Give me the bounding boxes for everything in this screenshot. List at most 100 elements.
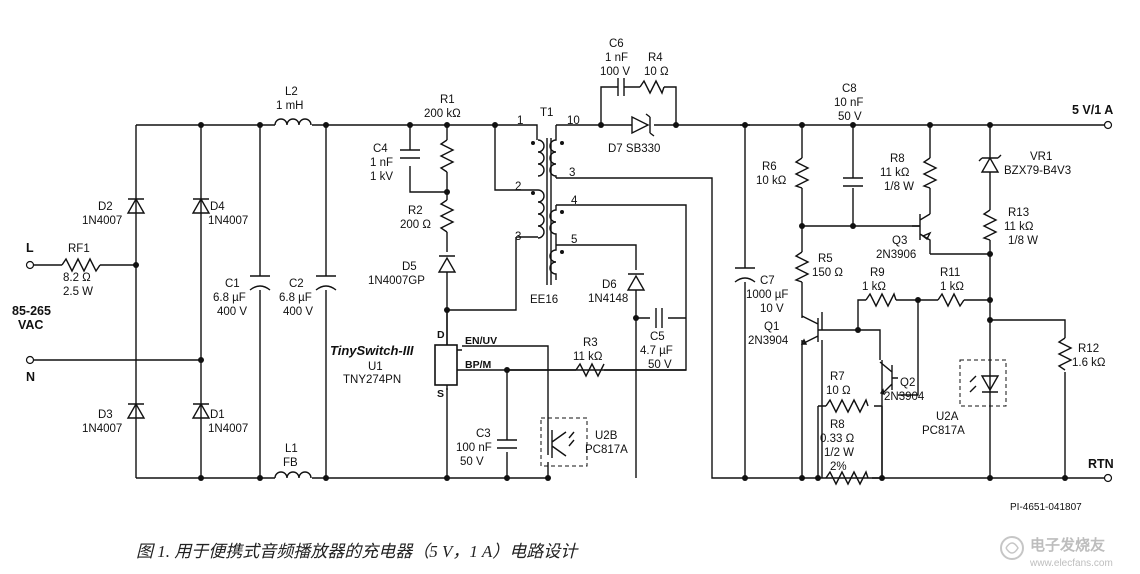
t1-ref: T1 [540, 107, 553, 119]
d3-ref: D3 [98, 409, 113, 421]
q3-ref: Q3 [892, 235, 907, 247]
d7-diode-symbol [631, 113, 655, 137]
r5-resistor-symbol [794, 251, 810, 283]
c3-value: 100 nF [456, 442, 492, 454]
u2b-ref: U2B [595, 430, 618, 442]
r6-ref: R6 [762, 161, 777, 173]
c8-rating: 50 V [838, 111, 862, 123]
d2-ref: D2 [98, 201, 113, 213]
r5-ref: R5 [818, 253, 833, 265]
r3-value: 11 kΩ [573, 351, 603, 363]
q1-transistor-symbol [800, 315, 822, 345]
r4-resistor-symbol [639, 79, 665, 95]
terminals [25, 120, 1113, 483]
r13-rating: 1/8 W [1008, 235, 1038, 247]
r7-ref: R7 [830, 371, 845, 383]
bulk-capacitors [249, 275, 337, 291]
u2a-part: PC817A [922, 425, 965, 437]
d4-part: 1N4007 [208, 215, 248, 227]
r1-ref: R1 [440, 94, 455, 106]
u1-pin-s: S [437, 388, 444, 400]
r4-ref: R4 [648, 52, 663, 64]
r8a-ref: R8 [890, 153, 905, 165]
t1-pin5: 5 [571, 234, 577, 246]
r12-resistor-symbol [1057, 337, 1073, 371]
c4-value: 1 nF [370, 157, 393, 169]
r11-value: 1 kΩ [940, 281, 964, 293]
r3-ref: R3 [583, 337, 598, 349]
c1-rating: 400 V [217, 306, 247, 318]
r5-value: 150 Ω [812, 267, 843, 279]
u1-ref: U1 [368, 361, 383, 373]
r8b-resistor-symbol [825, 470, 869, 486]
c4-ref: C4 [373, 143, 388, 155]
r8a-resistor-symbol [922, 157, 938, 189]
l1-ref: L1 [285, 443, 298, 455]
q3-part: 2N3906 [876, 249, 916, 261]
q3-transistor-symbol [912, 213, 932, 254]
d1-part: 1N4007 [208, 423, 248, 435]
r2-resistor-symbol [439, 199, 455, 233]
c5-value: 4.7 µF [640, 345, 673, 357]
rf1-ref: RF1 [68, 243, 90, 255]
r7-resistor-symbol [825, 398, 869, 414]
u2b-part: PC817A [585, 444, 628, 456]
c1-value: 6.8 µF [213, 292, 246, 304]
c3-capacitor-symbol [497, 439, 517, 449]
d6-diode-symbol [626, 273, 646, 291]
r13-value: 11 kΩ [1004, 221, 1034, 233]
watermark: 电子发烧友 www.elecfans.com [1000, 536, 1113, 569]
r9-ref: R9 [870, 267, 885, 279]
inductor-symbols [274, 118, 312, 479]
t1-pin2: 2 [515, 181, 521, 193]
q2-transistor-symbol [879, 361, 898, 396]
input-neutral-label: N [26, 370, 35, 384]
c6-rating: 100 V [600, 66, 630, 78]
c8-capacitor-symbol [843, 177, 863, 187]
vr1-part: BZX79-B4V3 [1004, 165, 1071, 177]
u2a-led-symbol [959, 359, 1007, 407]
r8a-rating: 1/8 W [884, 181, 914, 193]
d5-ref: D5 [402, 261, 417, 273]
c2-rating: 400 V [283, 306, 313, 318]
c7-capacitor-symbol [734, 267, 756, 283]
c2-value: 6.8 µF [279, 292, 312, 304]
u1-ic-symbol [434, 344, 462, 390]
u2a-ref: U2A [936, 411, 959, 423]
c4-capacitor-symbol [400, 149, 420, 159]
transformer-t1 [531, 125, 564, 285]
c5-rating: 50 V [648, 359, 672, 371]
r11-ref: R11 [940, 267, 960, 279]
d4-ref: D4 [210, 201, 225, 213]
d6-ref: D6 [602, 279, 617, 291]
q1-part: 2N3904 [748, 335, 789, 347]
r3-resistor-symbol [575, 362, 605, 378]
r11-resistor-symbol [937, 292, 965, 308]
watermark-url: www.elecfans.com [1029, 558, 1113, 569]
l2-ref: L2 [285, 86, 298, 98]
r13-ref: R13 [1008, 207, 1029, 219]
rf1-value: 8.2 Ω [63, 272, 91, 284]
r12-value: 1.6 kΩ [1072, 357, 1106, 369]
r6-value: 10 kΩ [756, 175, 787, 187]
input-range-label: 85-265 [12, 304, 51, 318]
t1-core: EE16 [530, 294, 558, 306]
labels: L N 85-265 VAC RF1 8.2 Ω 2.5 W D2 1N4007… [12, 38, 1114, 513]
r9-resistor-symbol [865, 292, 897, 308]
u1-pin-en: EN/UV [465, 335, 497, 347]
doc-id: PI-4651-041807 [1010, 502, 1082, 513]
u1-part: TNY274PN [343, 374, 401, 386]
d5-part: 1N4007GP [368, 275, 425, 287]
c8-ref: C8 [842, 83, 857, 95]
r8b-tol: 2% [830, 461, 847, 473]
t1-pin3p: 3 [515, 231, 521, 243]
rf1-rating: 2.5 W [63, 286, 93, 298]
c6-ref: C6 [609, 38, 624, 50]
r1-resistor-symbol [439, 139, 455, 173]
d5-diode-symbol [437, 255, 457, 273]
r8b-rating: 1/2 W [824, 447, 854, 459]
watermark-text: 电子发烧友 [1030, 536, 1105, 554]
c3-ref: C3 [476, 428, 491, 440]
t1-pin3s: 3 [569, 167, 575, 179]
